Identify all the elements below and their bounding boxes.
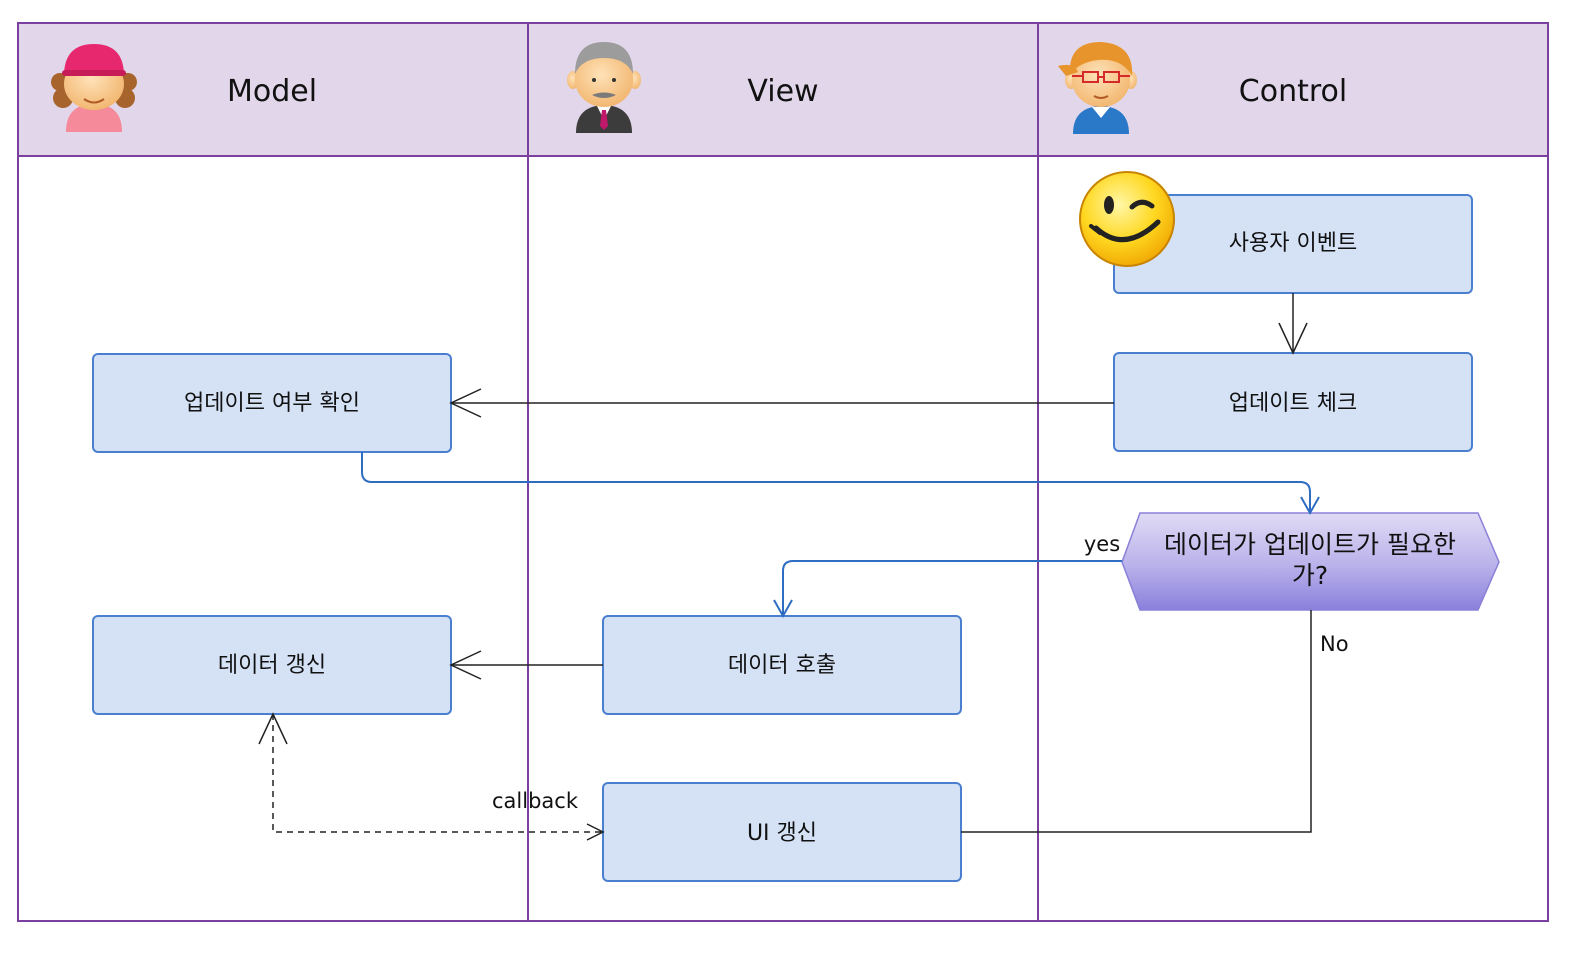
check-update-label: 업데이트 여부 확인 <box>184 391 360 416</box>
user-event-label: 사용자 이벤트 <box>1229 231 1357 256</box>
process-box-data-call: 데이터 호출 <box>602 615 962 715</box>
callback-dashed-connector <box>258 712 605 841</box>
man-with-glasses-avatar-icon <box>1058 42 1137 134</box>
data-update-label: 데이터 갱신 <box>218 653 326 678</box>
swimlane-frame <box>17 22 1549 922</box>
arrow-user-event-to-update-check <box>1278 293 1308 355</box>
arrow-decision-yes-to-data-call <box>773 560 1122 619</box>
lane-header-background <box>18 23 1548 156</box>
no-label: No <box>1320 632 1349 656</box>
update-check-label: 업데이트 체크 <box>1229 391 1357 416</box>
process-box-user-event: 사용자 이벤트 <box>1113 194 1473 294</box>
decision-label-line2: 가? <box>1292 561 1328 590</box>
connector-decision-no-to-ui-update <box>961 610 1312 833</box>
process-box-check-update: 업데이트 여부 확인 <box>92 353 452 453</box>
woman-avatar-icon <box>51 44 137 132</box>
callback-label: callback <box>492 789 579 813</box>
arrow-check-update-to-decision <box>361 452 1320 516</box>
yes-label: yes <box>1084 532 1120 556</box>
process-box-ui-update: UI 갱신 <box>602 782 962 882</box>
decision-node: 데이터가 업데이트가 필요한 가? <box>1121 512 1500 611</box>
old-man-avatar-icon <box>567 42 641 133</box>
lane-title-model: Model <box>227 74 317 109</box>
decision-label-line1: 데이터가 업데이트가 필요한 <box>1164 530 1456 559</box>
arrow-update-check-to-check-update <box>449 388 1114 418</box>
lane-title-view: View <box>747 74 818 109</box>
ui-update-label: UI 갱신 <box>747 821 817 846</box>
arrow-data-call-to-data-update <box>449 650 603 680</box>
lane-title-control: Control <box>1239 74 1347 109</box>
winking-smiley-icon <box>1079 171 1175 267</box>
data-call-label: 데이터 호출 <box>728 653 836 678</box>
process-box-data-update: 데이터 갱신 <box>92 615 452 715</box>
process-box-update-check: 업데이트 체크 <box>1113 352 1473 452</box>
